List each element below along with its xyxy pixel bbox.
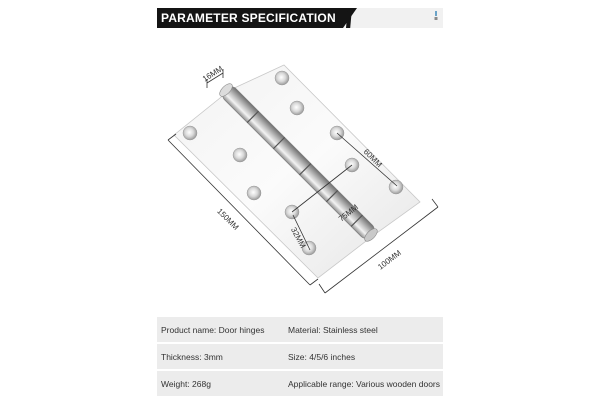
spec-weight: Weight: 268g [157,371,284,396]
page-title: PARAMETER SPECIFICATION [161,11,336,25]
header-stripe [346,8,352,28]
hinge-barrel [219,83,378,242]
screw-hole [182,125,198,141]
dim-line-holes [336,132,398,187]
dim-line-width [324,206,439,294]
screw-hole [388,179,404,195]
dim-line-inner [291,164,353,213]
dim-line-knuckle [206,72,224,84]
spec-row: Product name: Door hinges Material: Stai… [157,317,443,342]
dim-label-width: 100MM [376,248,403,271]
spec-table: Product name: Door hinges Material: Stai… [157,317,443,396]
spec-row: Thickness: 3mm Size: 4/5/6 inches [157,344,443,369]
screw-hole [289,100,305,116]
spec-thickness: Thickness: 3mm [157,344,284,369]
dim-label-knuckle: 16MM [201,64,225,84]
screw-holes [182,70,404,256]
spec-product-name: Product name: Door hinges [157,317,284,342]
header-tab [157,8,357,28]
screw-hole [274,70,290,86]
corner-mark-icon [434,11,438,20]
spec-material: Material: Stainless steel [284,317,443,342]
screw-hole [246,185,262,201]
spec-applicable-range: Applicable range: Various wooden doors [284,371,443,396]
spec-row: Weight: 268g Applicable range: Various w… [157,371,443,396]
spec-size: Size: 4/5/6 inches [284,344,443,369]
dim-line-height [167,139,311,286]
dim-line-edge [292,214,311,251]
screw-hole [232,147,248,163]
